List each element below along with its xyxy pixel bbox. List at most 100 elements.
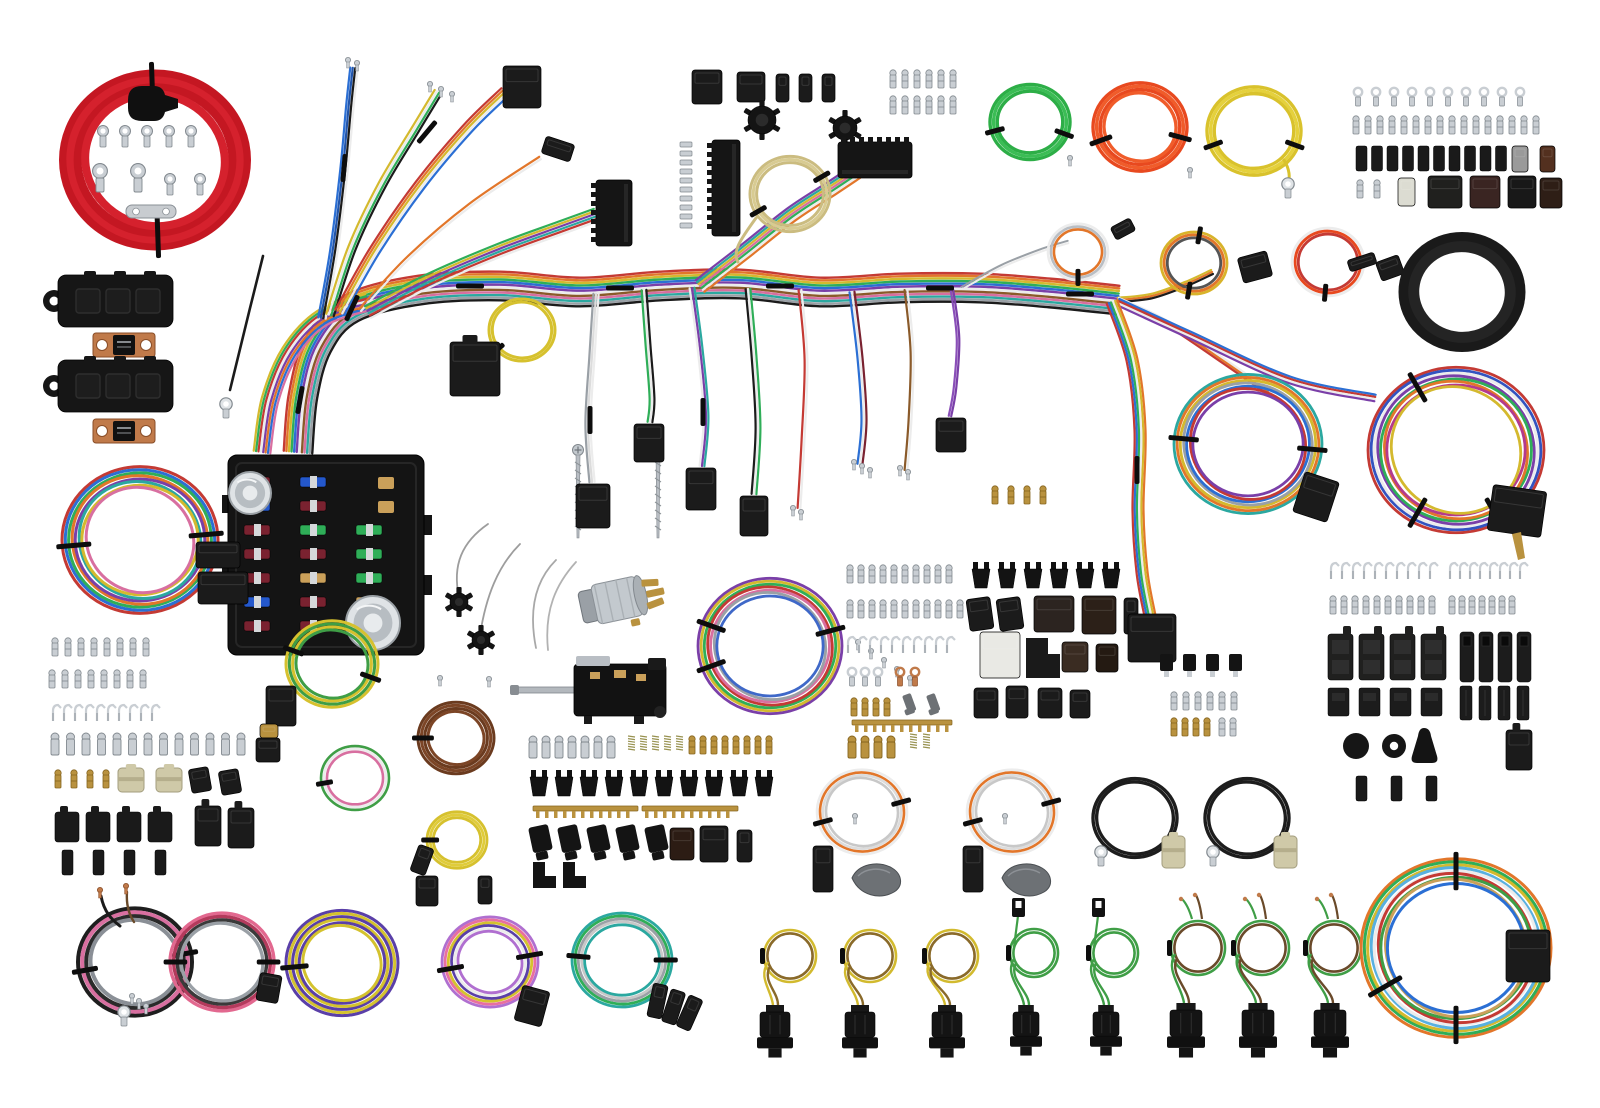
mid-brass-big-row xyxy=(847,735,896,759)
headlight-pigtail-1 xyxy=(757,928,818,1058)
zip-tie xyxy=(340,154,348,182)
resistor-body xyxy=(255,737,281,763)
rear-body-coil xyxy=(1359,851,1553,1045)
drop-conn-1 xyxy=(575,483,611,529)
brass-quad-row xyxy=(991,485,1047,505)
bundle-right-feed-a xyxy=(1116,268,1215,304)
relay-box xyxy=(449,335,501,397)
tc-terminals-a xyxy=(889,69,957,89)
mid-copper-ring-row xyxy=(894,666,921,687)
turn-socket-1 xyxy=(743,100,781,140)
zip-tie xyxy=(766,283,794,289)
drop-conn-2 xyxy=(633,423,665,463)
brown-coil xyxy=(412,700,496,776)
mid-brown-4 xyxy=(1095,643,1119,673)
bare-wire-1 xyxy=(532,559,557,649)
blue-branch-pins xyxy=(344,57,360,72)
maxi-fuse-holder-2 xyxy=(43,356,174,413)
mid-hook-row xyxy=(846,635,956,653)
rubber-loom-coil xyxy=(1398,231,1526,353)
zip-tie xyxy=(700,398,706,426)
bl-conn-2 xyxy=(477,875,493,905)
brass-comb-3 xyxy=(851,719,953,732)
green-coil-pin xyxy=(1067,154,1074,167)
zip-tie xyxy=(456,283,484,289)
ctr-spring-row xyxy=(627,735,684,751)
dome-ring-2 xyxy=(1206,845,1220,867)
zip-tie xyxy=(926,285,954,291)
fr-big-conn-1 xyxy=(1427,175,1463,209)
ml-crimp-row-a xyxy=(51,637,150,657)
teal-conn-3 xyxy=(676,995,703,1031)
L-bracket-2 xyxy=(563,862,586,888)
big-lug-row xyxy=(92,163,146,193)
zip-tie xyxy=(606,285,634,291)
courtesy-coil-2 xyxy=(962,768,1062,856)
drop-bare-pins-2 xyxy=(851,458,874,479)
ml-small-housing-row xyxy=(61,849,167,876)
harness-conn-1 xyxy=(502,65,542,109)
mid-house-4 xyxy=(1069,689,1091,719)
rg-tall-house-row xyxy=(1459,631,1532,683)
fr-big-conn-3 xyxy=(1507,175,1537,209)
taillight-pigtail-3 xyxy=(1303,892,1363,1058)
door-switch-2 xyxy=(1001,863,1051,897)
green-white-coil xyxy=(315,744,391,812)
bulb-socket-1 xyxy=(445,587,473,617)
ml-tall-housing-1 xyxy=(194,799,222,847)
maxi-fuse-holder-1 xyxy=(43,271,174,328)
bundle-drop-white xyxy=(584,292,600,484)
headlight-switch xyxy=(510,656,667,724)
headlight-pigtail-2 xyxy=(840,928,898,1058)
multicolor-coil-right-conn xyxy=(1487,484,1547,538)
mid-brown-3 xyxy=(1061,641,1089,673)
ctr-housing-3 xyxy=(736,829,753,863)
fr-big-conn-2 xyxy=(1469,175,1501,209)
fr-brown-housing xyxy=(1539,145,1556,173)
bp-tail-2 xyxy=(125,890,136,924)
green-pigtail-2 xyxy=(1086,898,1140,1056)
ml-tall-housing-2 xyxy=(227,801,255,849)
ml-beige-socket-2 xyxy=(155,764,183,793)
pink-coil-conn xyxy=(255,972,283,1004)
dash-connector xyxy=(591,179,633,247)
ctr-angled-row xyxy=(528,824,669,861)
drop-bare-pins-1 xyxy=(790,504,805,521)
tc-terminals-b xyxy=(889,95,957,115)
L-bracket-1 xyxy=(533,862,556,888)
zip-tie xyxy=(295,386,305,414)
mid-ring-row xyxy=(846,666,884,687)
left-harness-coil xyxy=(56,465,224,615)
mid-angled-2 xyxy=(995,596,1025,632)
yellow-coil-conn xyxy=(410,844,434,876)
left-coil-conn-2 xyxy=(197,571,249,605)
zip-tie xyxy=(1066,291,1094,297)
fr-crimp-row xyxy=(1352,115,1540,135)
connector-d xyxy=(798,73,813,103)
rear-body-conn xyxy=(1505,929,1551,983)
fr-housing-row xyxy=(1355,145,1507,172)
tc-terminal-column xyxy=(679,141,693,229)
rc-tap-row xyxy=(1160,654,1242,677)
tan-coil-tail xyxy=(734,216,758,264)
dome-wire-coil-2 xyxy=(1203,776,1291,860)
white-blue-small-coil xyxy=(1046,222,1110,286)
fr-white-conn xyxy=(1397,177,1416,207)
courtesy-conn-2 xyxy=(962,845,984,893)
yellow-coil-ring xyxy=(1281,177,1295,199)
bundle-drop-2 xyxy=(640,288,656,424)
ctr-brass-row xyxy=(688,735,773,755)
bulkhead-connector xyxy=(707,139,741,237)
taillight-pigtail-1 xyxy=(1167,892,1227,1058)
zip-tie xyxy=(416,120,438,144)
zip-tie xyxy=(587,406,593,434)
bulb-socket-2 xyxy=(467,625,495,655)
ring-lug-row xyxy=(97,125,197,148)
drop-conn-3 xyxy=(685,467,717,511)
rg-conn xyxy=(1505,723,1533,771)
fr-lug-row xyxy=(1352,86,1526,107)
ml-housing-row xyxy=(54,806,173,843)
drop-bare-pins-3 xyxy=(897,464,912,481)
courtesy-conn-1 xyxy=(812,845,834,893)
green-pigtail-1 xyxy=(1006,898,1060,1056)
